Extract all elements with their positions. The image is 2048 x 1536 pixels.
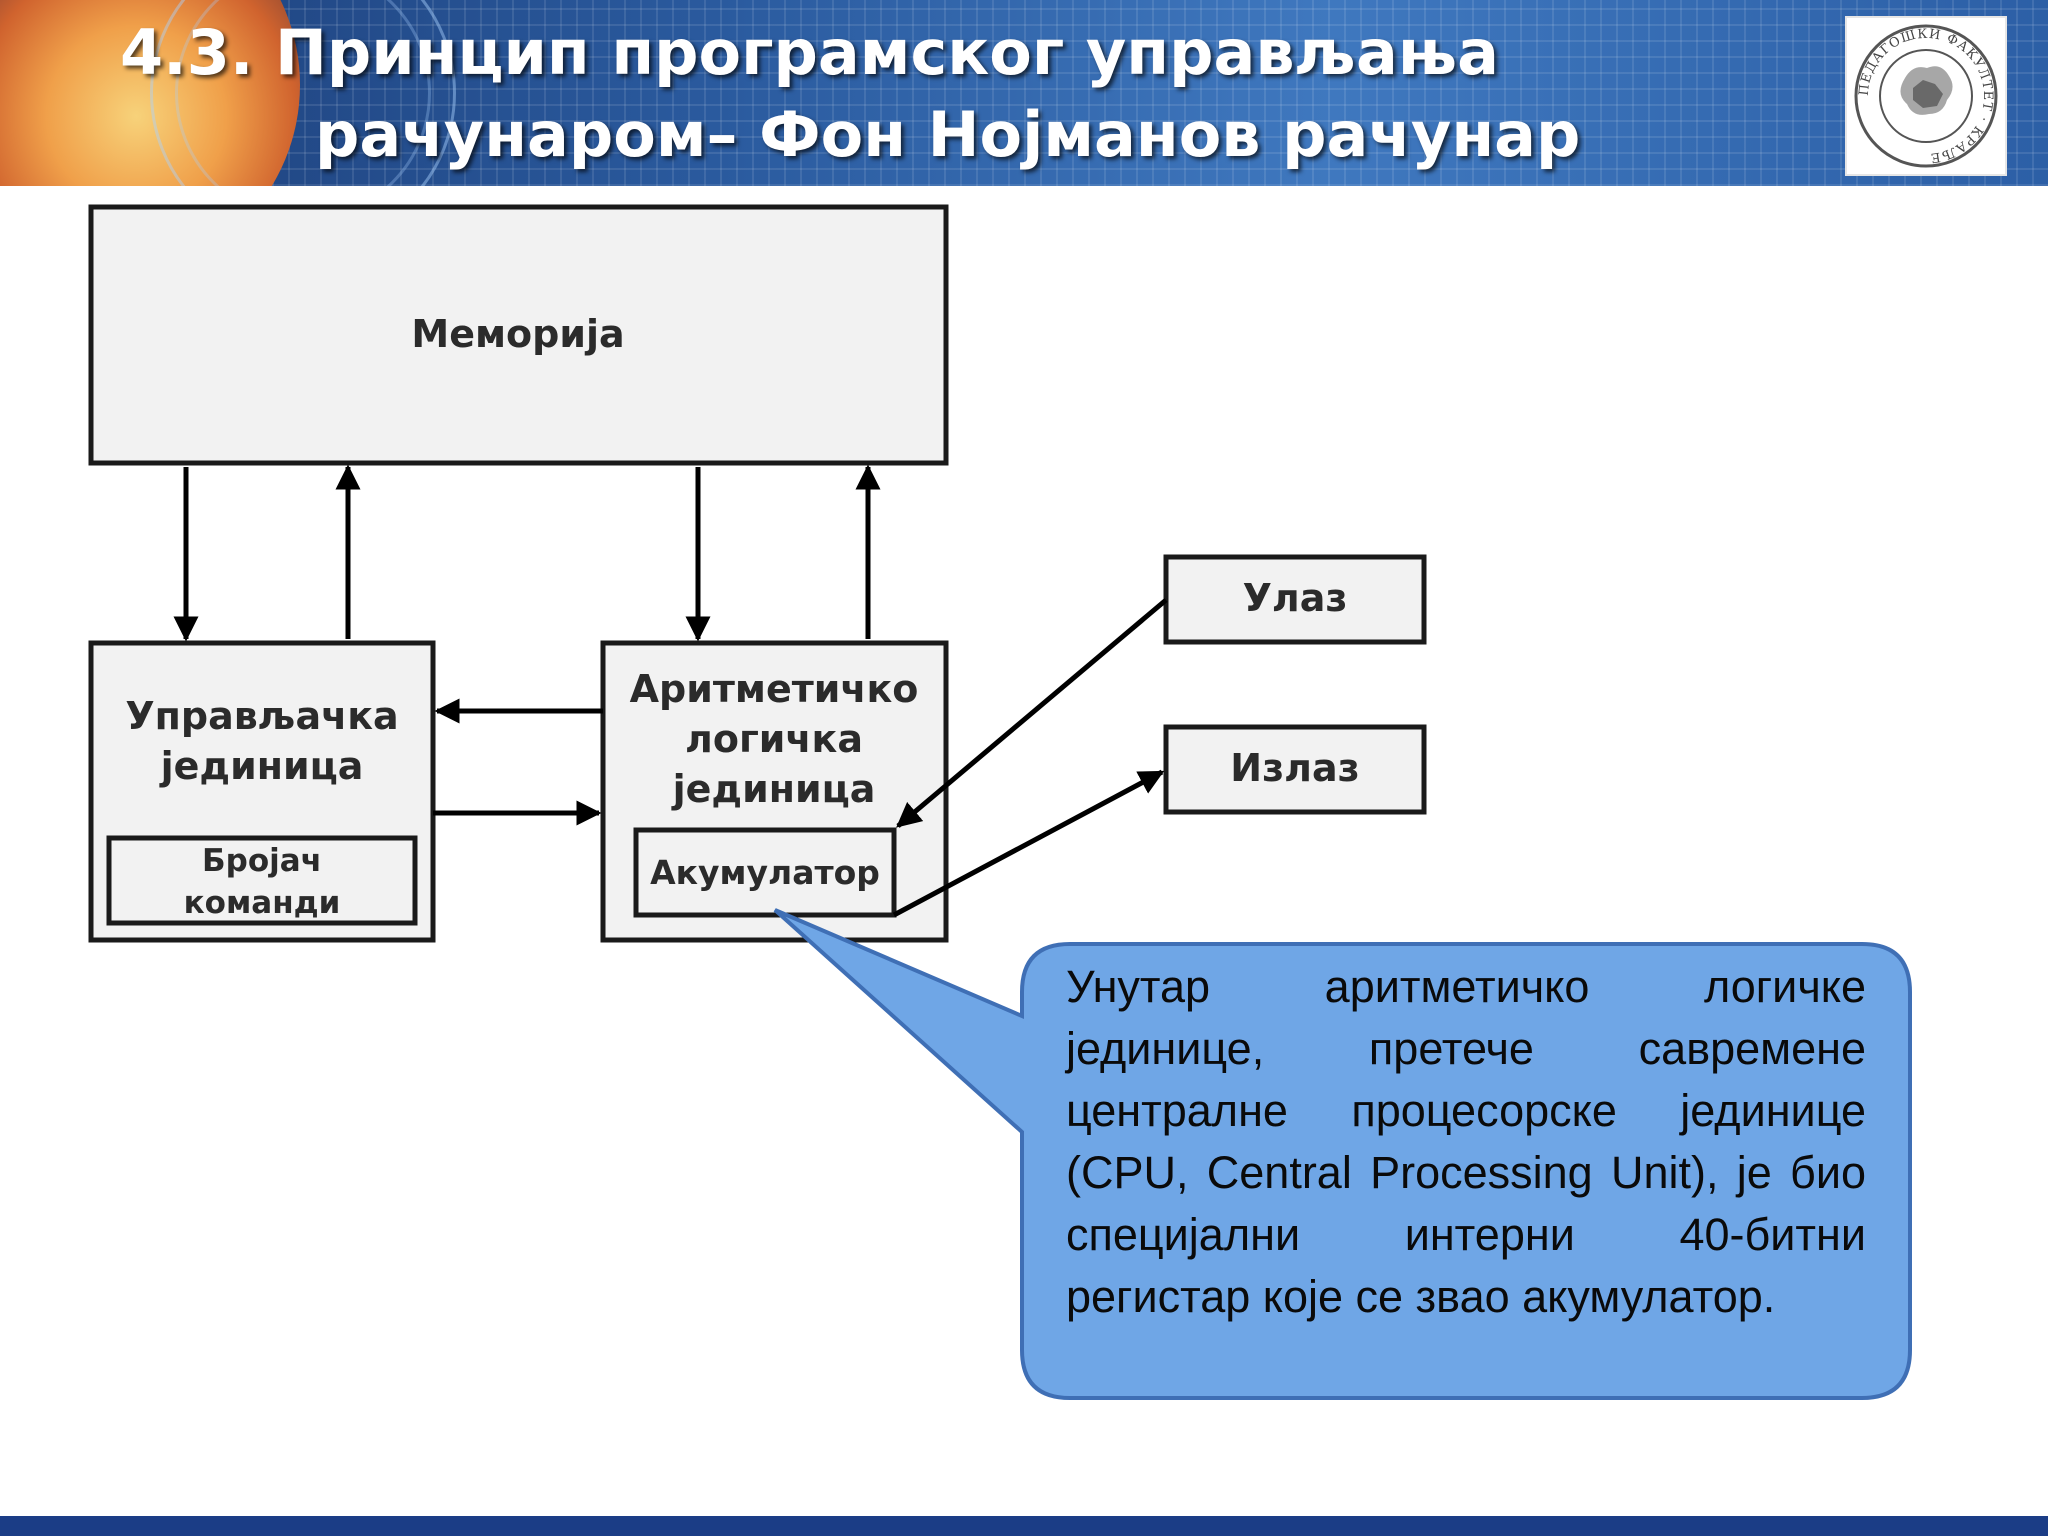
callout-text: Унутар аритметичко логичке јединице, пре… (1066, 961, 1866, 1322)
slide-title-line1: 4.3. Принцип програмског управљања (120, 16, 1499, 89)
control-unit-label-line1: Управљачка (125, 694, 398, 738)
arrow-accumulator-to-output (892, 769, 1165, 918)
instruction-counter-label-line2: команди (184, 885, 341, 921)
input-box (1163, 554, 1427, 645)
memory-label: Меморија (411, 312, 624, 356)
alu-label-line1: Аритметичко (630, 667, 919, 711)
accumulator-label: Акумулатор (650, 853, 880, 892)
header-decor-ring-inner (175, 0, 431, 186)
instruction-counter-box (106, 835, 418, 926)
control-unit-label-line2: јединица (159, 744, 364, 788)
memory-box (88, 204, 949, 466)
output-box (1163, 724, 1427, 815)
header-decor-ring (150, 0, 456, 186)
slide-title: 4.3. Принцип програмског управљања рачун… (120, 12, 1760, 176)
callout-bubble (773, 908, 1912, 1400)
accumulator-box (633, 827, 897, 918)
arrow-input-to-accumulator (896, 598, 1168, 828)
slide-title-line2: рачунаром– Фон Нојманов рачунар (315, 98, 1581, 171)
footer-bar (0, 1516, 2048, 1536)
output-label: Излаз (1230, 746, 1359, 790)
alu-label-line2: логичка (685, 717, 863, 761)
input-label: Улаз (1243, 576, 1348, 620)
instruction-counter-label-line1: Бројач (202, 843, 322, 879)
alu-label-line3: јединица (671, 767, 876, 811)
slide-header: 4.3. Принцип програмског управљања рачун… (0, 0, 2048, 186)
faculty-seal-logo: ПЕДАГОШКИ ФАКУЛТЕТ · КРАЉЕ (1845, 16, 2007, 176)
seal-icon: ПЕДАГОШКИ ФАКУЛТЕТ · КРАЉЕ (1854, 24, 1998, 168)
